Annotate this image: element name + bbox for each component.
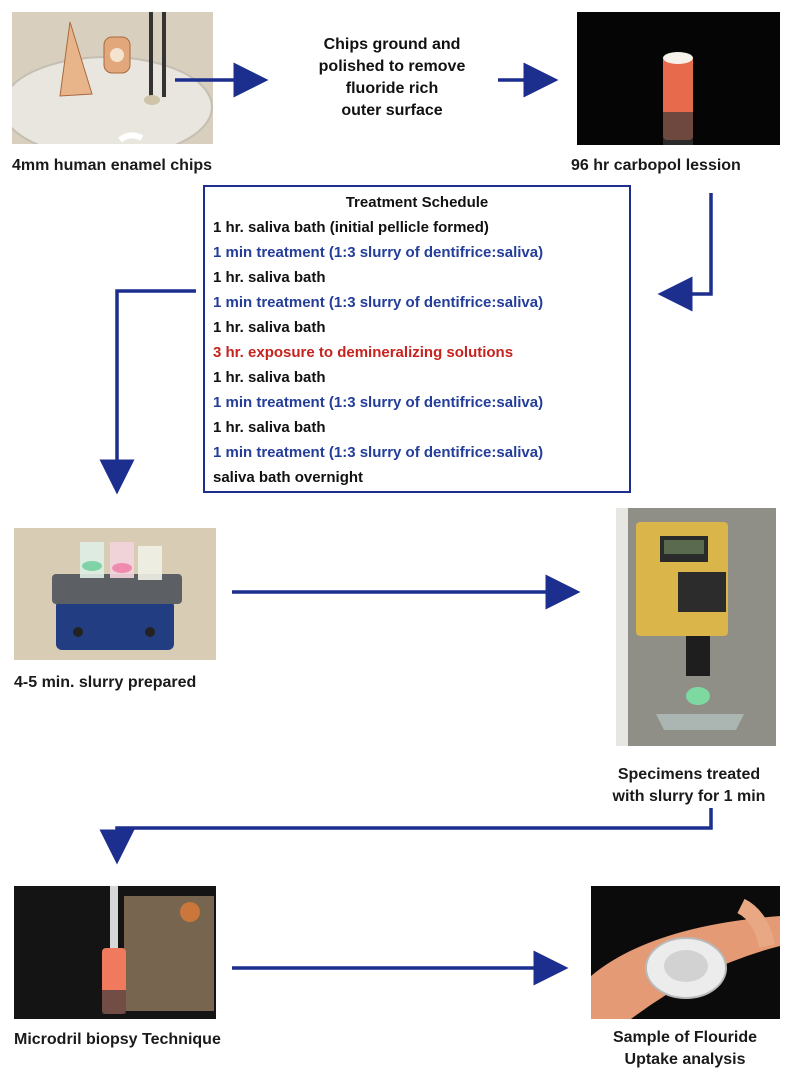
microdril-biopsy-photo	[14, 886, 216, 1019]
schedule-step-10: 1 min treatment (1:3 slurry of dentifric…	[213, 444, 544, 461]
sample-caption-line-1: Sample of Flouride	[612, 1029, 757, 1046]
treatment-schedule-title: Treatment Schedule	[345, 194, 489, 211]
specimens-treated-photo	[616, 508, 776, 746]
arrow-lesion-to-schedule	[657, 193, 713, 312]
schedule-step-4: 1 min treatment (1:3 slurry of dentifric…	[213, 294, 544, 311]
schedule-step-1: 1 hr. saliva bath (initial pellicle form…	[213, 219, 489, 236]
specimens-caption-line-1: Specimens treated	[617, 766, 761, 783]
grinding-line-2: polished to remove	[318, 58, 466, 75]
schedule-step-5: 1 hr. saliva bath	[213, 319, 326, 336]
schedule-step-11: saliva bath overnight	[213, 469, 364, 486]
enamel-chips-photo	[12, 12, 213, 144]
schedule-step-2: 1 min treatment (1:3 slurry of dentifric…	[213, 244, 544, 261]
treatment-schedule-box: Treatment Schedule 1 hr. saliva bath (in…	[203, 185, 631, 493]
flouride-sample-photo	[591, 886, 780, 1019]
arrow-schedule-to-slurry	[99, 289, 196, 495]
enamel-chips-caption: 4mm human enamel chips	[12, 157, 213, 174]
carbopol-caption: 96 hr carbopol lession	[571, 157, 741, 174]
treatment-schedule-steps: 1 hr. saliva bath (initial pellicle form…	[213, 215, 621, 490]
grinding-line-1: Chips ground and	[323, 36, 461, 53]
slurry-prepared-photo	[14, 528, 216, 660]
slurry-prepared-caption: 4-5 min. slurry prepared	[14, 674, 197, 691]
schedule-step-3: 1 hr. saliva bath	[213, 269, 326, 286]
sample-caption: Sample of Flouride Uptake analysis	[585, 1027, 785, 1071]
specimens-caption-line-2: with slurry for 1 min	[612, 788, 766, 805]
schedule-step-9: 1 hr. saliva bath	[213, 419, 326, 436]
schedule-step-8: 1 min treatment (1:3 slurry of dentifric…	[213, 394, 544, 411]
arrow-specimens-to-microdril	[99, 808, 713, 865]
grinding-line-3: fluoride rich	[345, 80, 439, 97]
specimens-treated-caption: Specimens treated with slurry for 1 min	[590, 764, 788, 808]
schedule-step-6: 3 hr. exposure to demineralizing solutio…	[213, 344, 514, 361]
grinding-line-4: outer surface	[341, 102, 443, 119]
carbopol-lesion-photo	[577, 12, 780, 145]
microdril-caption: Microdril biopsy Technique	[14, 1031, 221, 1048]
grinding-step-text: Chips ground and polished to remove fluo…	[288, 34, 496, 122]
schedule-step-7: 1 hr. saliva bath	[213, 369, 326, 386]
sample-caption-line-2: Uptake analysis	[624, 1051, 746, 1068]
